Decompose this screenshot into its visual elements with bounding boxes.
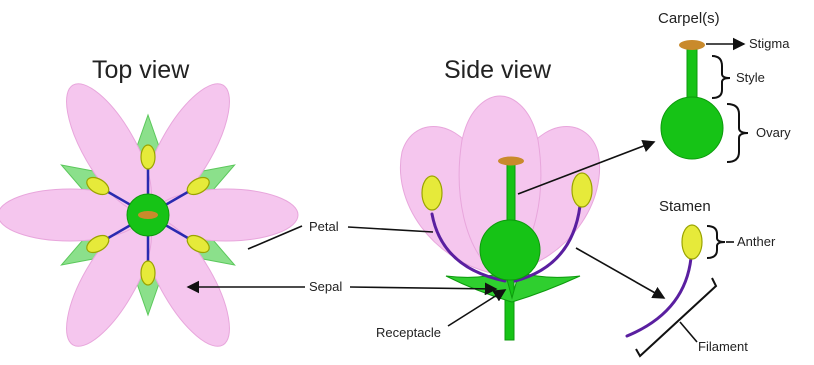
ovary-brace xyxy=(727,104,748,162)
sepal-label: Sepal xyxy=(309,279,342,294)
top-view-flower xyxy=(0,72,298,358)
stamen-detail xyxy=(627,225,702,336)
side-anther-right xyxy=(572,173,592,207)
stamen-title: Stamen xyxy=(659,198,711,215)
petal-pointer-right xyxy=(348,227,433,232)
carpel-stigma xyxy=(679,40,705,50)
style-label: Style xyxy=(736,70,765,85)
stamen-pointer xyxy=(576,248,664,298)
carpel-ovary xyxy=(661,97,723,159)
side-view-flower xyxy=(400,96,599,340)
carpel-style xyxy=(687,48,697,100)
anther-label: Anther xyxy=(737,234,776,249)
anther-brace xyxy=(707,226,725,258)
petal-label: Petal xyxy=(309,219,339,234)
side-anther-left xyxy=(422,176,442,210)
side-stigma xyxy=(498,157,524,166)
top-view-stigma xyxy=(138,211,158,219)
receptacle-pointer xyxy=(448,290,505,326)
anther xyxy=(141,261,155,285)
carpel-detail xyxy=(661,40,723,159)
top-view-title: Top view xyxy=(92,56,190,84)
stamen-anther xyxy=(682,225,702,259)
filament-label: Filament xyxy=(698,339,748,354)
stigma-label: Stigma xyxy=(749,36,790,51)
side-ovary xyxy=(480,220,540,280)
receptacle-label: Receptacle xyxy=(376,325,441,340)
style-brace xyxy=(712,56,730,98)
ovary-label: Ovary xyxy=(756,125,791,140)
carpel-title: Carpel(s) xyxy=(658,10,720,27)
filament-leader xyxy=(680,322,697,342)
side-view-title: Side view xyxy=(444,56,552,84)
anther xyxy=(141,145,155,169)
